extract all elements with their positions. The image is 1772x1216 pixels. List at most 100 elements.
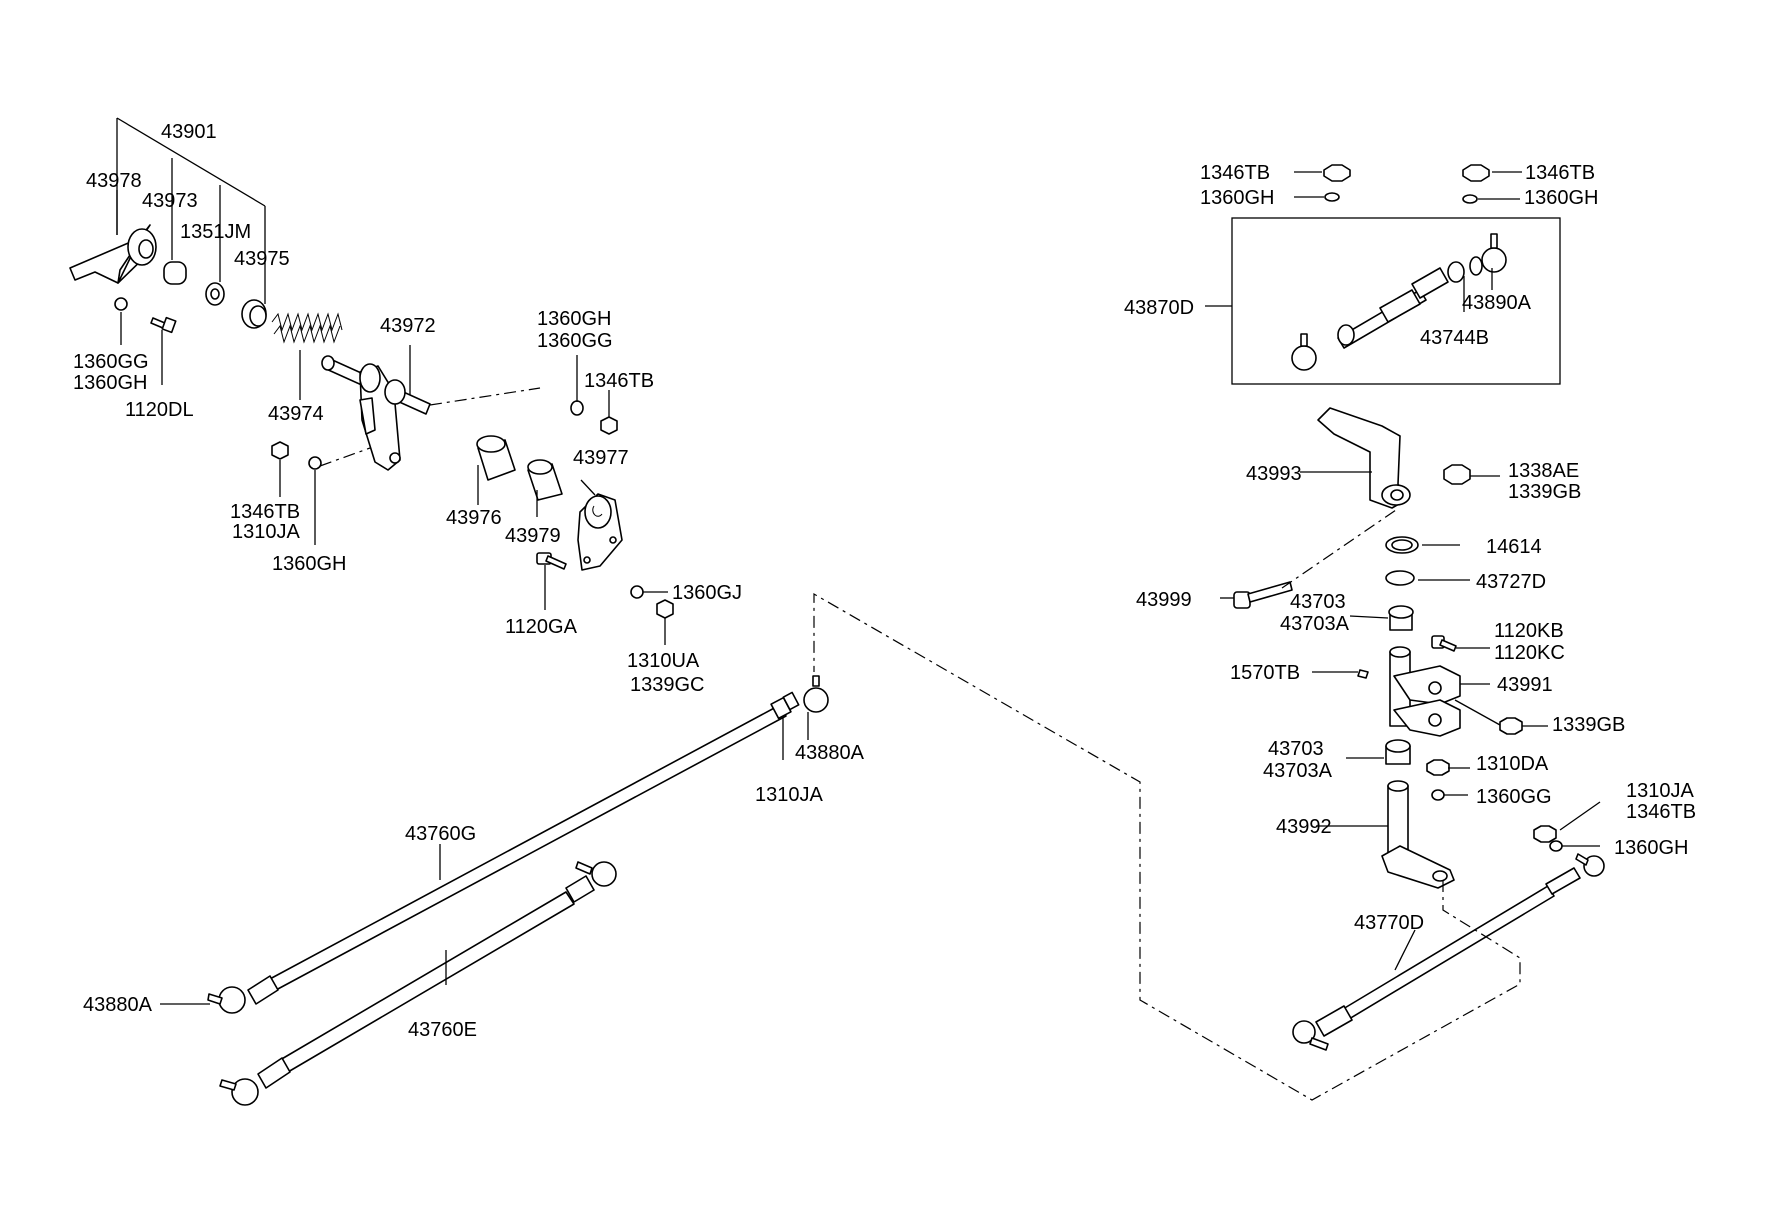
bolt-43999 xyxy=(1233,581,1293,609)
label-1339gb-a: 1339GB xyxy=(1508,481,1581,503)
label-1120kb: 1120KB xyxy=(1494,620,1564,642)
label-1339gb-b: 1339GB xyxy=(1552,714,1625,736)
label-1310ja-c: 1310JA xyxy=(1626,780,1694,802)
bolt-1120kb xyxy=(1431,635,1457,652)
label-43978: 43978 xyxy=(86,170,142,192)
label-1360gh-c: 1360GH xyxy=(1200,187,1275,209)
bracket-43993 xyxy=(1317,407,1411,509)
label-1360gg-r: 1360GG xyxy=(1476,786,1552,808)
label-43727d: 43727D xyxy=(1476,571,1546,593)
label-43890a: 43890A xyxy=(1462,292,1532,314)
nut-1346tb-b xyxy=(600,416,618,435)
label-1120dl: 1120DL xyxy=(125,399,194,421)
label-43992: 43992 xyxy=(1276,816,1332,838)
label-43991: 43991 xyxy=(1497,674,1553,696)
label-43703-b: 43703 xyxy=(1268,738,1324,760)
bushing-43979 xyxy=(527,459,563,501)
nut-1339gb xyxy=(1499,717,1523,735)
label-43703-a: 43703 xyxy=(1290,591,1346,613)
nut-1338ae xyxy=(1443,464,1471,485)
bushing-43976 xyxy=(476,435,516,481)
washer-1360gh-r xyxy=(1549,840,1563,852)
washer-43727d xyxy=(1385,570,1415,586)
label-14614: 14614 xyxy=(1486,536,1542,558)
label-1360gh-a: 1360GH xyxy=(537,308,612,330)
label-43880a-a: 43880A xyxy=(795,742,865,764)
label-43975: 43975 xyxy=(234,248,290,270)
pin-1570tb xyxy=(1357,669,1369,679)
rod-43760e xyxy=(219,861,617,1106)
label-1120kc: 1120KC xyxy=(1494,642,1565,664)
part-labels: 43901 43978 43973 1351JM 43975 1360GG 13… xyxy=(73,121,1696,1041)
label-1310da: 1310DA xyxy=(1476,753,1549,775)
label-1360gh-b: 1360GH xyxy=(272,553,347,575)
bushing-43703-top xyxy=(1388,605,1414,631)
right-leader-lines xyxy=(1220,471,1601,971)
nut-1310da xyxy=(1426,759,1450,776)
shift-lever-assembly xyxy=(69,224,674,619)
washer-1360gg-r xyxy=(1431,789,1445,801)
label-43760g: 43760G xyxy=(405,823,476,845)
shift-shaft-43972 xyxy=(321,355,431,471)
assembly-box-43870d xyxy=(1231,217,1561,385)
label-1346tb-d: 1346TB xyxy=(1525,162,1595,184)
label-43703a-b: 43703A xyxy=(1263,760,1333,782)
label-43974: 43974 xyxy=(268,403,324,425)
label-43999: 43999 xyxy=(1136,589,1192,611)
label-1310ja-b: 1310JA xyxy=(755,784,823,806)
bolt-1120dl xyxy=(150,316,177,334)
label-43703a-a: 43703A xyxy=(1280,613,1350,635)
label-43972: 43972 xyxy=(380,315,436,337)
label-43977: 43977 xyxy=(573,447,629,469)
bushing-43973 xyxy=(163,261,187,285)
washer-1360gh xyxy=(308,456,322,470)
nut-1346tb xyxy=(271,441,289,460)
label-1360gg-a: 1360GG xyxy=(537,330,613,352)
label-43770d: 43770D xyxy=(1354,912,1424,934)
washer-1360gj xyxy=(630,585,644,599)
left-leader-lines xyxy=(116,117,668,645)
washer-1360gh-gg xyxy=(570,400,584,416)
label-1120ga: 1120GA xyxy=(505,616,578,638)
label-1339gc: 1339GC xyxy=(630,674,705,696)
label-1360gg: 1360GG xyxy=(73,351,149,373)
label-43744b: 43744B xyxy=(1420,327,1489,349)
lever-43992 xyxy=(1381,780,1455,889)
label-1310ua: 1310UA xyxy=(627,650,700,672)
rod-43770d xyxy=(1292,853,1605,1051)
nut-1310ja xyxy=(1533,825,1557,843)
label-43976: 43976 xyxy=(446,507,502,529)
label-1570tb: 1570TB xyxy=(1230,662,1300,684)
rod-leaders xyxy=(160,712,809,1005)
top-right-small-parts xyxy=(1323,164,1490,204)
label-1360gh-d: 1360GH xyxy=(1524,187,1599,209)
top-right-leaders xyxy=(1205,171,1522,312)
label-43973: 43973 xyxy=(142,190,198,212)
label-1346tb-a: 1346TB xyxy=(584,370,654,392)
label-43760e: 43760E xyxy=(408,1019,477,1041)
label-43993: 43993 xyxy=(1246,463,1302,485)
label-43979: 43979 xyxy=(505,525,561,547)
label-1360gh-e: 1360GH xyxy=(1614,837,1689,859)
washer-1360gg xyxy=(114,297,128,311)
bracket-43978 xyxy=(69,224,157,284)
label-1346tb-e: 1346TB xyxy=(1626,801,1696,823)
label-1360gh: 1360GH xyxy=(73,372,148,394)
label-1351jm: 1351JM xyxy=(180,221,251,243)
label-1346tb-b: 1346TB xyxy=(230,501,300,523)
bushing-43703-bottom xyxy=(1385,739,1411,765)
spring-43974 xyxy=(271,312,343,344)
rod-43870d xyxy=(1291,233,1507,371)
rod-43760g xyxy=(207,675,829,1014)
label-43870d: 43870D xyxy=(1124,297,1194,319)
label-1346tb-c: 1346TB xyxy=(1200,162,1270,184)
nut-1310ua xyxy=(656,599,674,619)
housing-43991 xyxy=(1389,646,1461,737)
label-1310ja-a: 1310JA xyxy=(232,521,300,543)
bolt-1120ga xyxy=(536,552,567,570)
label-1360gj: 1360GJ xyxy=(672,582,742,604)
label-43901: 43901 xyxy=(161,121,217,143)
label-43880a-b: 43880A xyxy=(83,994,153,1016)
